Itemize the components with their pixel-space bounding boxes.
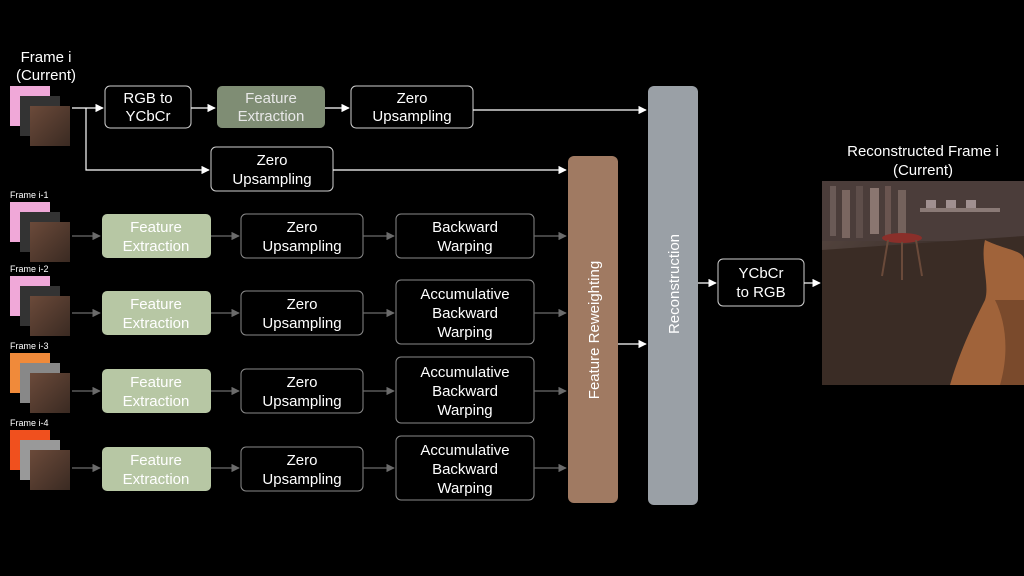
- frame-stack-current-icon: [10, 86, 70, 146]
- zero-upsampling-box-i1: Zero Upsampling: [240, 213, 364, 259]
- zero-upsampling-box-i2: Zero Upsampling: [240, 290, 364, 336]
- svg-text:Extraction: Extraction: [123, 471, 190, 488]
- svg-text:Warping: Warping: [437, 480, 492, 497]
- frame-stack-i1-icon: [10, 202, 70, 262]
- feature-reweighting-box: Feature Reweighting: [568, 156, 618, 503]
- frame-i4-label: Frame i-4: [10, 418, 49, 428]
- reconstruction-box: Reconstruction: [648, 86, 698, 505]
- frame-current-label: Frame i: [21, 49, 72, 66]
- svg-text:Backward: Backward: [432, 383, 498, 400]
- svg-text:Upsampling: Upsampling: [262, 315, 341, 332]
- accumulative-backward-warping-box-i2: Accumulative Backward Warping: [395, 279, 535, 345]
- feature-extraction-box-top: Feature Extraction: [217, 86, 325, 128]
- svg-text:Feature: Feature: [130, 219, 182, 236]
- svg-text:Feature Reweighting: Feature Reweighting: [586, 261, 603, 399]
- svg-text:Accumulative: Accumulative: [420, 442, 509, 459]
- svg-text:YCbCr: YCbCr: [125, 108, 170, 125]
- svg-text:Zero: Zero: [397, 90, 428, 107]
- svg-text:Zero: Zero: [287, 296, 318, 313]
- svg-text:Zero: Zero: [287, 219, 318, 236]
- frame-stack-i2-icon: [10, 276, 70, 336]
- svg-text:Extraction: Extraction: [123, 238, 190, 255]
- svg-text:Warping: Warping: [437, 402, 492, 419]
- svg-text:to RGB: to RGB: [736, 284, 785, 301]
- svg-text:Upsampling: Upsampling: [232, 171, 311, 188]
- output-sub-label: (Current): [893, 162, 953, 179]
- svg-text:Feature: Feature: [245, 90, 297, 107]
- frame-stack-i4-icon: [10, 430, 70, 490]
- svg-text:Zero: Zero: [287, 452, 318, 469]
- output-label: Reconstructed Frame i: [847, 143, 999, 160]
- frame-current-sub-label: (Current): [16, 67, 76, 84]
- svg-text:Backward: Backward: [432, 305, 498, 322]
- svg-text:Warping: Warping: [437, 324, 492, 341]
- frame-stack-i3-icon: [10, 353, 70, 413]
- svg-text:Reconstruction: Reconstruction: [666, 234, 683, 334]
- frame-i3-label: Frame i-3: [10, 341, 49, 351]
- frame-i1-label: Frame i-1: [10, 190, 49, 200]
- svg-text:Accumulative: Accumulative: [420, 364, 509, 381]
- svg-text:Extraction: Extraction: [123, 315, 190, 332]
- svg-text:Extraction: Extraction: [238, 108, 305, 125]
- svg-text:Upsampling: Upsampling: [262, 238, 341, 255]
- svg-text:Zero: Zero: [257, 152, 288, 169]
- ycbcr-to-rgb-box: YCbCr to RGB: [717, 258, 805, 307]
- svg-text:Backward: Backward: [432, 461, 498, 478]
- reconstructed-room-image: [822, 181, 1024, 385]
- zero-upsampling-box-i3: Zero Upsampling: [240, 368, 364, 414]
- svg-text:Feature: Feature: [130, 296, 182, 313]
- svg-text:Warping: Warping: [437, 238, 492, 255]
- feature-extraction-box-i4: Feature Extraction: [102, 447, 211, 491]
- svg-text:Feature: Feature: [130, 452, 182, 469]
- backward-warping-box-i1: Backward Warping: [395, 213, 535, 259]
- svg-text:Upsampling: Upsampling: [262, 471, 341, 488]
- svg-text:Feature: Feature: [130, 374, 182, 391]
- svg-text:Backward: Backward: [432, 219, 498, 236]
- svg-text:Accumulative: Accumulative: [420, 286, 509, 303]
- feature-extraction-box-i3: Feature Extraction: [102, 369, 211, 413]
- frame-i2-label: Frame i-2: [10, 264, 49, 274]
- svg-text:Upsampling: Upsampling: [262, 393, 341, 410]
- svg-text:RGB to: RGB to: [123, 90, 172, 107]
- zero-upsampling-box-i4: Zero Upsampling: [240, 446, 364, 492]
- accumulative-backward-warping-box-i3: Accumulative Backward Warping: [395, 356, 535, 424]
- zero-upsampling-box-top: Zero Upsampling: [350, 85, 474, 129]
- svg-text:Zero: Zero: [287, 374, 318, 391]
- accumulative-backward-warping-box-i4: Accumulative Backward Warping: [395, 435, 535, 501]
- zero-upsampling-box-second: Zero Upsampling: [210, 146, 334, 192]
- svg-text:Upsampling: Upsampling: [372, 108, 451, 125]
- svg-text:YCbCr: YCbCr: [738, 265, 783, 282]
- svg-text:Extraction: Extraction: [123, 393, 190, 410]
- feature-extraction-box-i1: Feature Extraction: [102, 214, 211, 258]
- feature-extraction-box-i2: Feature Extraction: [102, 291, 211, 335]
- rgb-to-ycbcr-box: RGB to YCbCr: [104, 85, 192, 129]
